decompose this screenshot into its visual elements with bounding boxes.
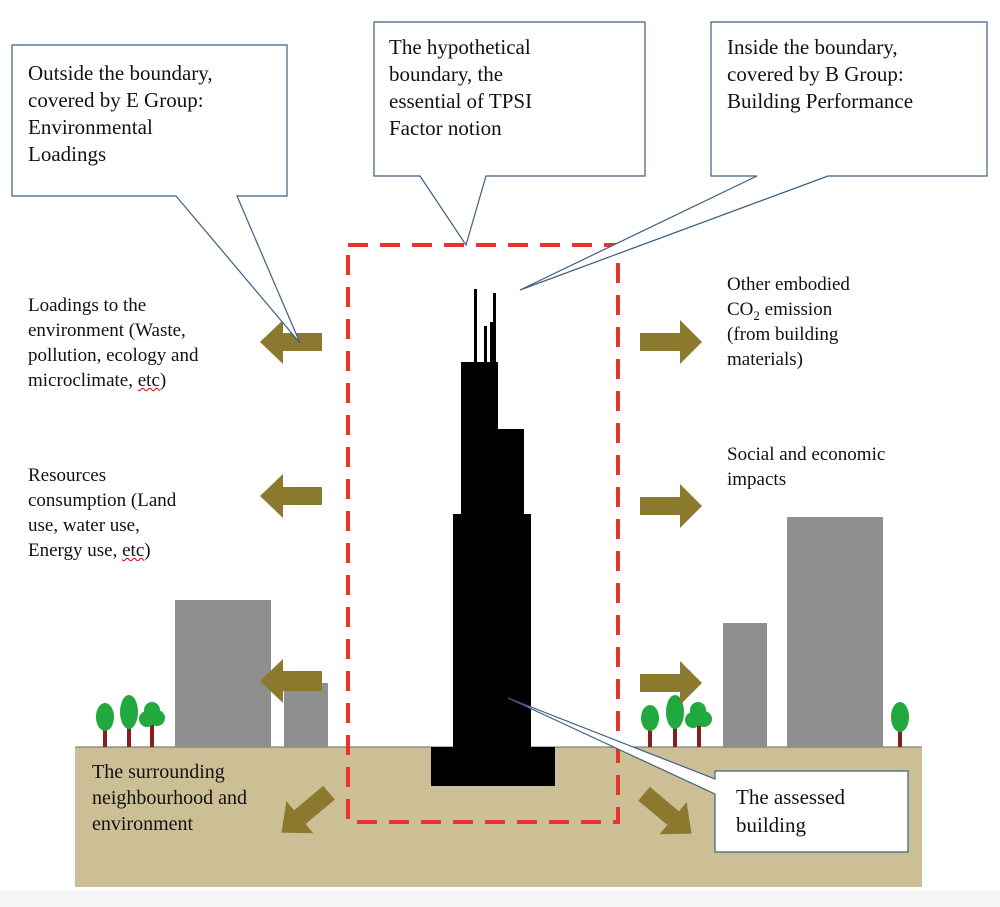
label-line: (from building [727, 324, 839, 345]
arrow-right-embodied [640, 320, 702, 364]
callout-line: Inside the boundary, [727, 35, 898, 59]
callout-e-group-box [11, 44, 301, 344]
label-line: Social and economic [727, 444, 886, 465]
callout-line: Outside the boundary, [28, 61, 213, 85]
callout-boundary-box [373, 21, 646, 247]
label-social: Social and economic impacts [727, 442, 957, 492]
label-line: environment [92, 813, 194, 835]
callout-e-group-text: Outside the boundary, covered by E Group… [28, 60, 283, 168]
tree [685, 702, 712, 747]
callout-line: covered by E Group: [28, 88, 204, 112]
label-line: CO2 emission [727, 297, 957, 322]
callout-boundary-text: The hypothetical boundary, the essential… [389, 34, 639, 142]
callout-line: The assessed [736, 785, 846, 809]
arrow-right-social [640, 484, 702, 528]
label-line: consumption (Land [28, 490, 177, 511]
callout-assessed-box [507, 697, 909, 853]
callout-b-group-text: Inside the boundary, covered by B Group:… [727, 34, 985, 115]
grey-building-left-tall [175, 600, 271, 747]
label-loadings: Loadings to the environment (Waste, poll… [28, 293, 258, 393]
label-line: The surrounding [92, 761, 225, 783]
label-segment: CO [727, 299, 754, 320]
label-line: impacts [727, 469, 787, 490]
arrow-right-lower [640, 661, 702, 705]
label-segment: etc [137, 370, 160, 391]
hypothetical-boundary [346, 243, 620, 824]
label-subscript: 2 [753, 307, 760, 323]
arrow-left-lower [260, 659, 322, 703]
label-segment: ) [144, 540, 151, 561]
label-surrounding: The surrounding neighbourhood and enviro… [92, 759, 292, 837]
label-embodied: Other embodied CO2 emission (from buildi… [727, 272, 957, 372]
callout-line: essential of TPSI [389, 89, 533, 113]
label-segment: etc [122, 540, 145, 561]
callout-line: Loadings [28, 142, 107, 166]
grey-building-right-short [723, 623, 767, 747]
label-segment: ) [159, 370, 167, 391]
label-segment: microclimate, [28, 370, 138, 391]
label-line: pollution, ecology and [28, 345, 199, 366]
callout-b-group-box [519, 21, 988, 291]
label-line: Energy use, etc) [28, 538, 258, 563]
callout-line: boundary, the [389, 62, 504, 86]
tree [641, 705, 659, 747]
label-segment: emission [759, 299, 833, 320]
label-line: environment (Waste, [28, 320, 186, 341]
label-line: Other embodied [727, 274, 850, 295]
callout-line: covered by B Group: [727, 62, 904, 86]
tree [139, 702, 165, 747]
callout-line: Environmental [28, 115, 153, 139]
tree [120, 695, 138, 747]
callout-line: building [736, 813, 807, 837]
callout-line: Building Performance [727, 89, 914, 113]
arrow-ground-right [638, 786, 692, 835]
callout-assessed-text: The assessed building [736, 783, 906, 839]
tree [666, 695, 684, 747]
label-line: Loadings to the [28, 295, 147, 316]
label-line: microclimate, etc) [28, 368, 258, 393]
label-line: materials) [727, 349, 803, 370]
label-segment: Energy use, [28, 540, 123, 561]
label-line: Resources [28, 465, 107, 486]
label-line: use, water use, [28, 515, 140, 536]
callout-line: Factor notion [389, 116, 502, 140]
bottom-edge [0, 890, 1000, 907]
grey-building-right-tall [787, 517, 883, 747]
grey-building-left-short [284, 683, 328, 747]
assessed-building-tower [431, 289, 555, 786]
arrow-ground-left [281, 785, 335, 834]
tree [891, 702, 909, 747]
tree [96, 703, 114, 747]
arrow-left-loadings [260, 320, 322, 364]
label-resources: Resources consumption (Land use, water u… [28, 463, 258, 563]
callout-line: The hypothetical [389, 35, 531, 59]
arrow-left-resources [260, 474, 322, 518]
label-line: neighbourhood and [92, 787, 247, 809]
